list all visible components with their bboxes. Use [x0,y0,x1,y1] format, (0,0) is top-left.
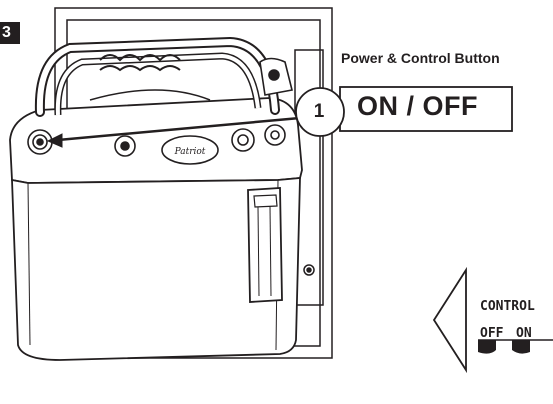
on-label: ON [516,326,532,341]
callout-number: 1 [304,100,334,124]
callout-label: ON / OFF [357,91,478,122]
energizer-body [10,98,302,360]
off-label: OFF [480,326,503,341]
brand-logo-text: Patriot [174,147,206,157]
control-panel-inset [434,270,553,370]
control-panel-title: CONTROL [480,299,535,314]
step-number-badge: 3 [0,22,20,44]
diagram-heading: Power & Control Button [341,50,500,66]
on-switch-icon [512,340,530,354]
off-switch-icon [478,340,496,354]
